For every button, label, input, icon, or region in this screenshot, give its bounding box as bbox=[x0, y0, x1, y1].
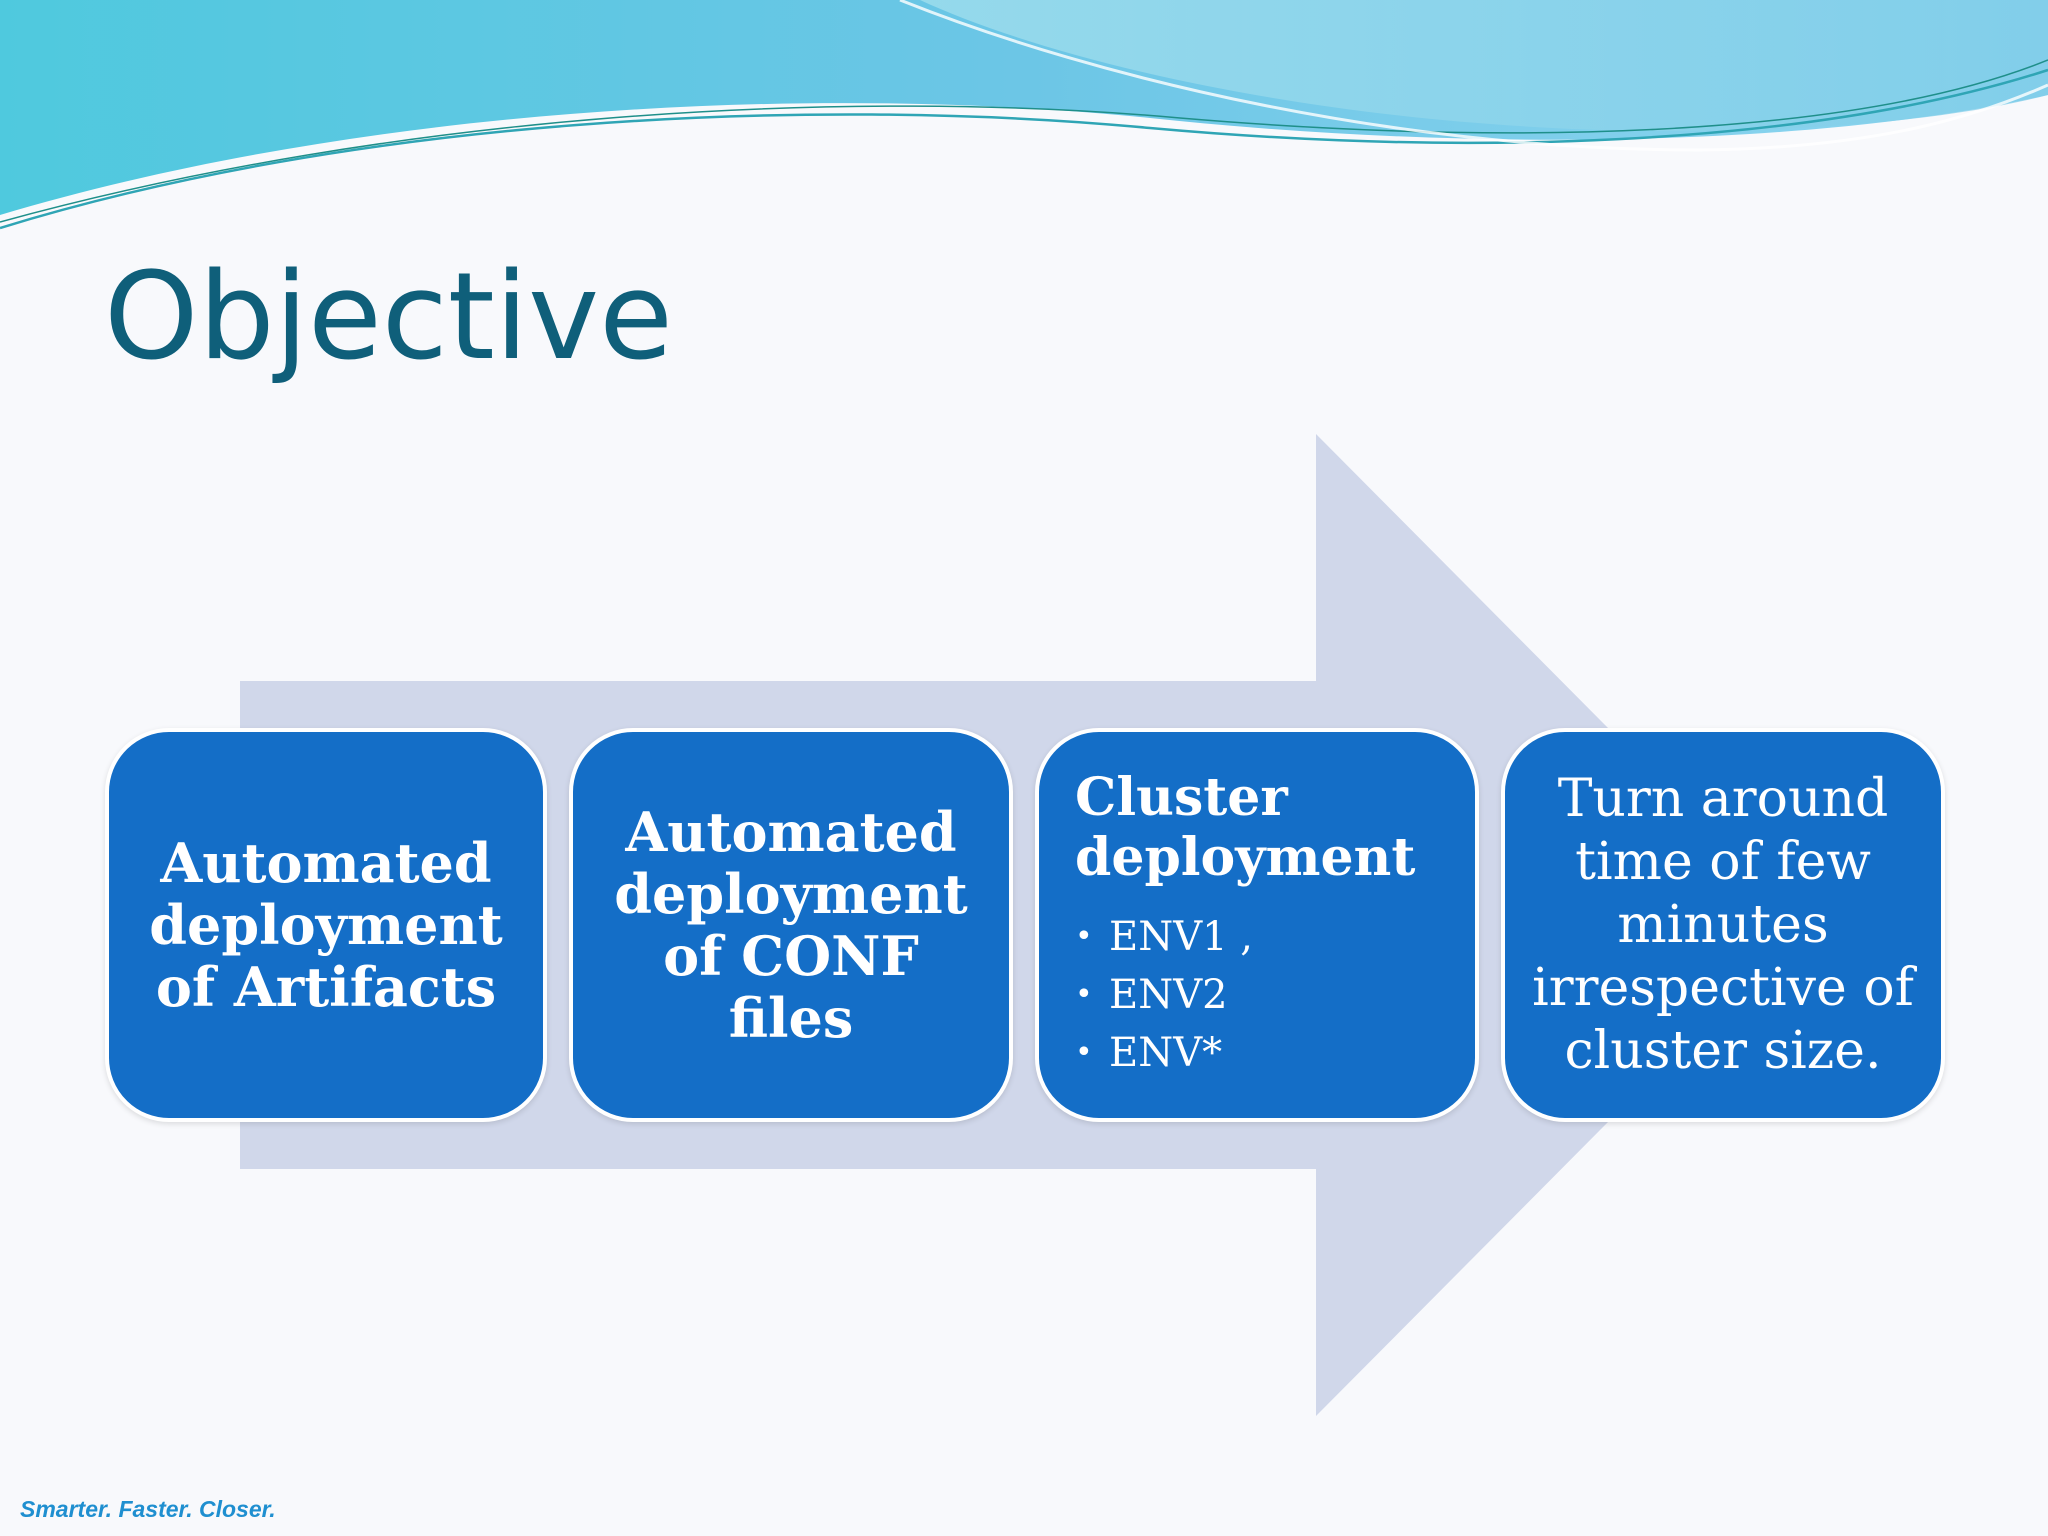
env-list-item: • ENV1 , bbox=[1075, 908, 1445, 966]
step-3-heading: Cluster deployment bbox=[1075, 767, 1416, 888]
env-list-item: • ENV* bbox=[1075, 1024, 1445, 1082]
env-item-label: ENV* bbox=[1109, 1030, 1223, 1076]
step-box-turnaround-time: Turn around time of few minutes irrespec… bbox=[1501, 728, 1945, 1122]
slide-title: Objective bbox=[104, 248, 674, 387]
bullet-icon: • bbox=[1075, 919, 1093, 954]
step-2-text: Automated deployment of CONF files bbox=[614, 800, 968, 1050]
step-box-conf-files: Automated deployment of CONF files bbox=[569, 728, 1013, 1122]
step-box-cluster-deployment: Cluster deployment • ENV1 , • ENV2 • ENV… bbox=[1035, 728, 1479, 1122]
env-item-label: ENV2 bbox=[1109, 972, 1228, 1018]
env-list-item: • ENV2 bbox=[1075, 966, 1445, 1024]
env-list: • ENV1 , • ENV2 • ENV* bbox=[1075, 908, 1445, 1082]
step-1-text: Automated deployment of Artifacts bbox=[149, 831, 503, 1019]
step-box-artifacts: Automated deployment of Artifacts bbox=[105, 728, 547, 1122]
footer-tagline: Smarter. Faster. Closer. bbox=[20, 1496, 276, 1522]
bullet-icon: • bbox=[1075, 1035, 1093, 1070]
bullet-icon: • bbox=[1075, 977, 1093, 1012]
header-wave-decoration bbox=[0, 0, 2048, 230]
env-item-label: ENV1 , bbox=[1109, 914, 1253, 960]
step-4-text: Turn around time of few minutes irrespec… bbox=[1532, 768, 1914, 1081]
